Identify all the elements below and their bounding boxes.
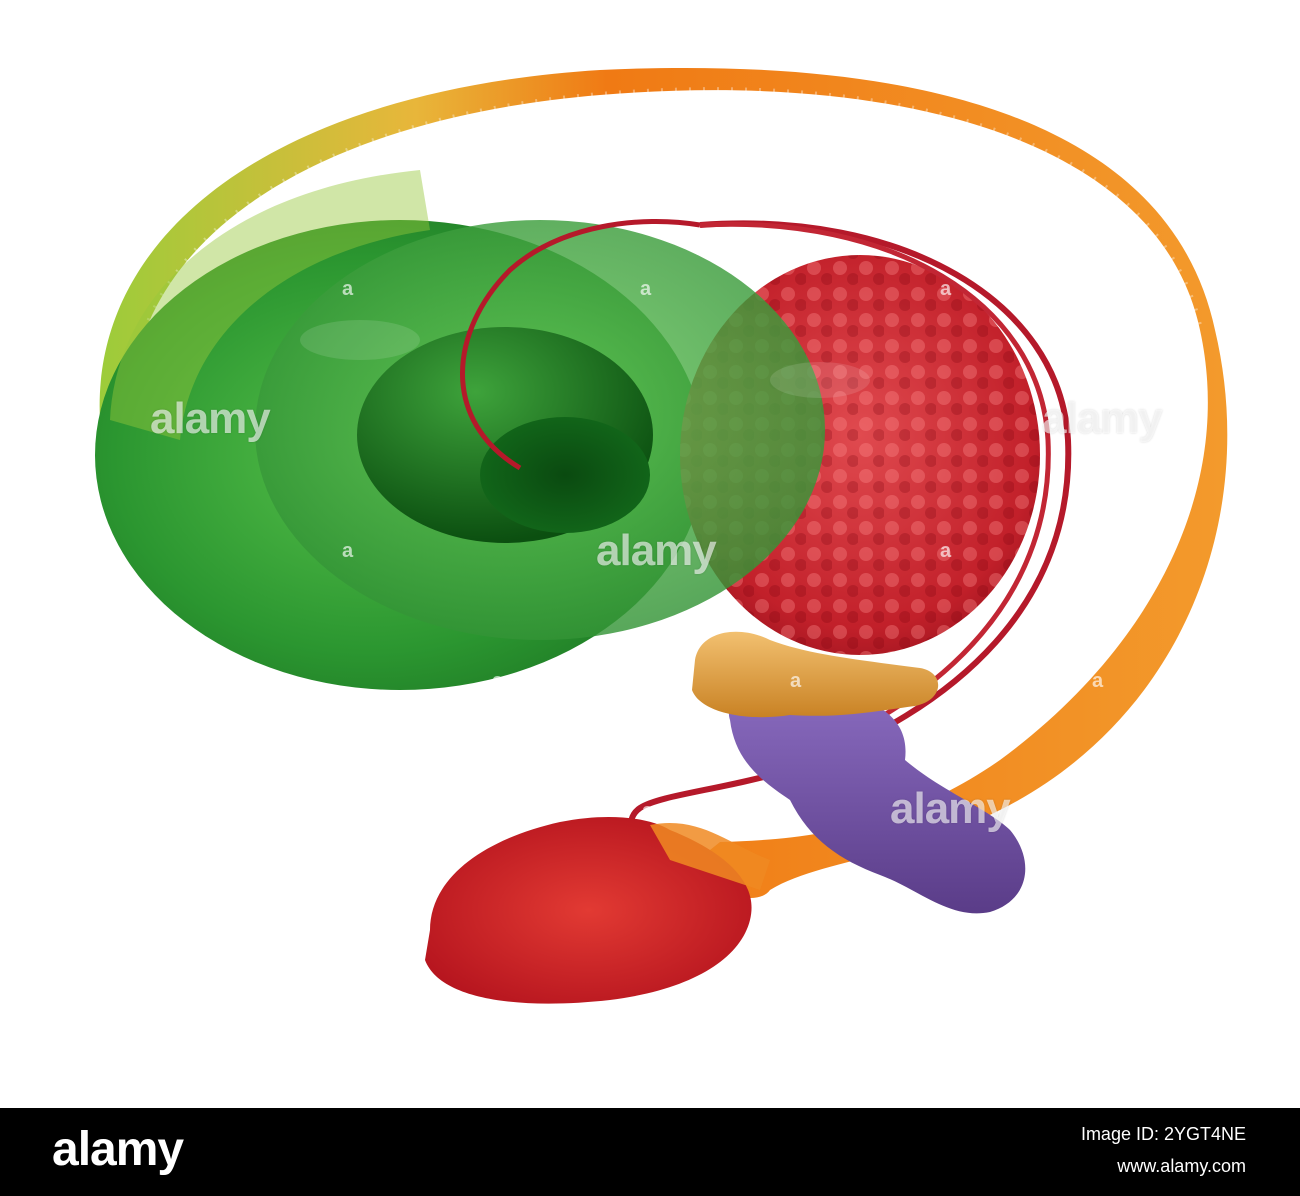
footer-bar: alamy Image ID: 2YGT4NE www.alamy.com	[0, 1108, 1300, 1196]
illustration: alamy alamy alamy alamy a a a a a a a a …	[95, 67, 1228, 1004]
yellow-gland	[692, 631, 939, 718]
footer-logo: alamy	[52, 1123, 184, 1176]
green-core	[480, 417, 650, 533]
footer-url: www.alamy.com	[1117, 1156, 1246, 1176]
purple-gland	[728, 686, 1026, 914]
reproductive-system-illustration	[95, 67, 1228, 1004]
red-bulb	[425, 816, 752, 1004]
footer-image-id: Image ID: 2YGT4NE	[1080, 1124, 1246, 1144]
red-vessel-long	[628, 220, 1072, 832]
red-vessel-inner	[460, 219, 701, 471]
